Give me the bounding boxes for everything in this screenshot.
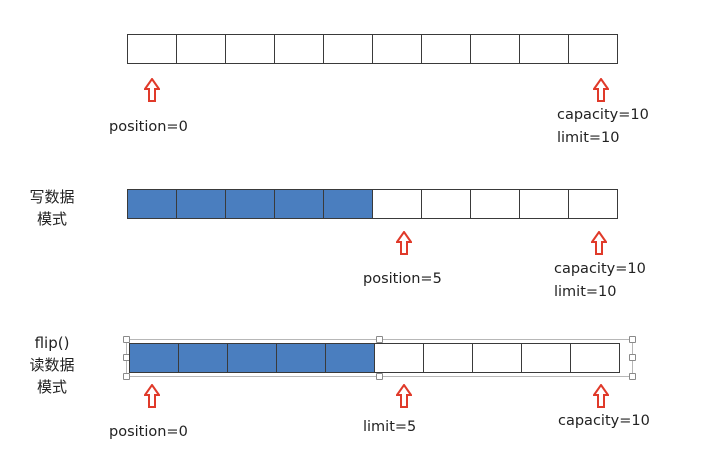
- buffer-cell: [372, 189, 422, 219]
- resize-handle: [629, 336, 636, 343]
- resize-handle: [123, 373, 130, 380]
- capacity-label: capacity=10: [557, 107, 649, 123]
- buffer-cell: [470, 189, 520, 219]
- buffer-cell: [568, 189, 618, 219]
- up-arrow-outline-icon: [593, 384, 609, 408]
- mode-line: 模式: [36, 378, 67, 396]
- limit-label: limit=5: [363, 419, 417, 435]
- buffer-cell: [470, 34, 520, 64]
- mode-label-write: 写数据 模式: [22, 186, 82, 230]
- up-arrow-outline-icon: [396, 231, 412, 255]
- limit-label: limit=10: [554, 284, 617, 300]
- position-label: position=5: [363, 271, 442, 287]
- mode-line: flip(): [34, 334, 70, 352]
- buffer-cell: [472, 343, 522, 373]
- buffer-cell: [372, 34, 422, 64]
- up-arrow-outline-icon: [144, 384, 160, 408]
- buffer-cell-filled: [276, 343, 326, 373]
- buffer-cell: [519, 189, 569, 219]
- position-label: position=0: [109, 119, 188, 135]
- buffer-read-mode: [129, 343, 620, 373]
- buffer-cell: [570, 343, 620, 373]
- buffer-cell-filled: [274, 189, 324, 219]
- resize-handle: [629, 373, 636, 380]
- capacity-label: capacity=10: [558, 413, 650, 429]
- buffer-cell-filled: [178, 343, 228, 373]
- buffer-cell: [323, 34, 373, 64]
- buffer-cell-filled: [225, 189, 275, 219]
- buffer-cell: [274, 34, 324, 64]
- buffer-cell: [519, 34, 569, 64]
- mode-line: 模式: [36, 210, 67, 228]
- mode-line: 读数据: [29, 356, 75, 374]
- buffer-cell: [421, 189, 471, 219]
- up-arrow-outline-icon: [591, 231, 607, 255]
- mode-line: 写数据: [29, 188, 75, 206]
- limit-label: limit=10: [557, 130, 620, 146]
- buffer-cell-filled: [127, 189, 177, 219]
- buffer-cell-filled: [323, 189, 373, 219]
- buffer-cell-filled: [129, 343, 179, 373]
- buffer-cell: [421, 34, 471, 64]
- buffer-cell: [225, 34, 275, 64]
- buffer-cell-filled: [325, 343, 375, 373]
- resize-handle: [123, 336, 130, 343]
- resize-handle: [629, 354, 636, 361]
- buffer-cell: [127, 34, 177, 64]
- buffer-cell: [176, 34, 226, 64]
- buffer-cell: [568, 34, 618, 64]
- capacity-label: capacity=10: [554, 261, 646, 277]
- mode-label-read: flip() 读数据 模式: [22, 332, 82, 398]
- buffer-cell-filled: [227, 343, 277, 373]
- buffer-cell: [423, 343, 473, 373]
- buffer-write-mode: [127, 189, 618, 219]
- buffer-cell-filled: [176, 189, 226, 219]
- resize-handle: [376, 373, 383, 380]
- buffer-cell: [521, 343, 571, 373]
- up-arrow-outline-icon: [396, 384, 412, 408]
- up-arrow-outline-icon: [593, 78, 609, 102]
- position-label: position=0: [109, 424, 188, 440]
- up-arrow-outline-icon: [144, 78, 160, 102]
- resize-handle: [376, 336, 383, 343]
- buffer-cell: [374, 343, 424, 373]
- buffer-initial: [127, 34, 618, 64]
